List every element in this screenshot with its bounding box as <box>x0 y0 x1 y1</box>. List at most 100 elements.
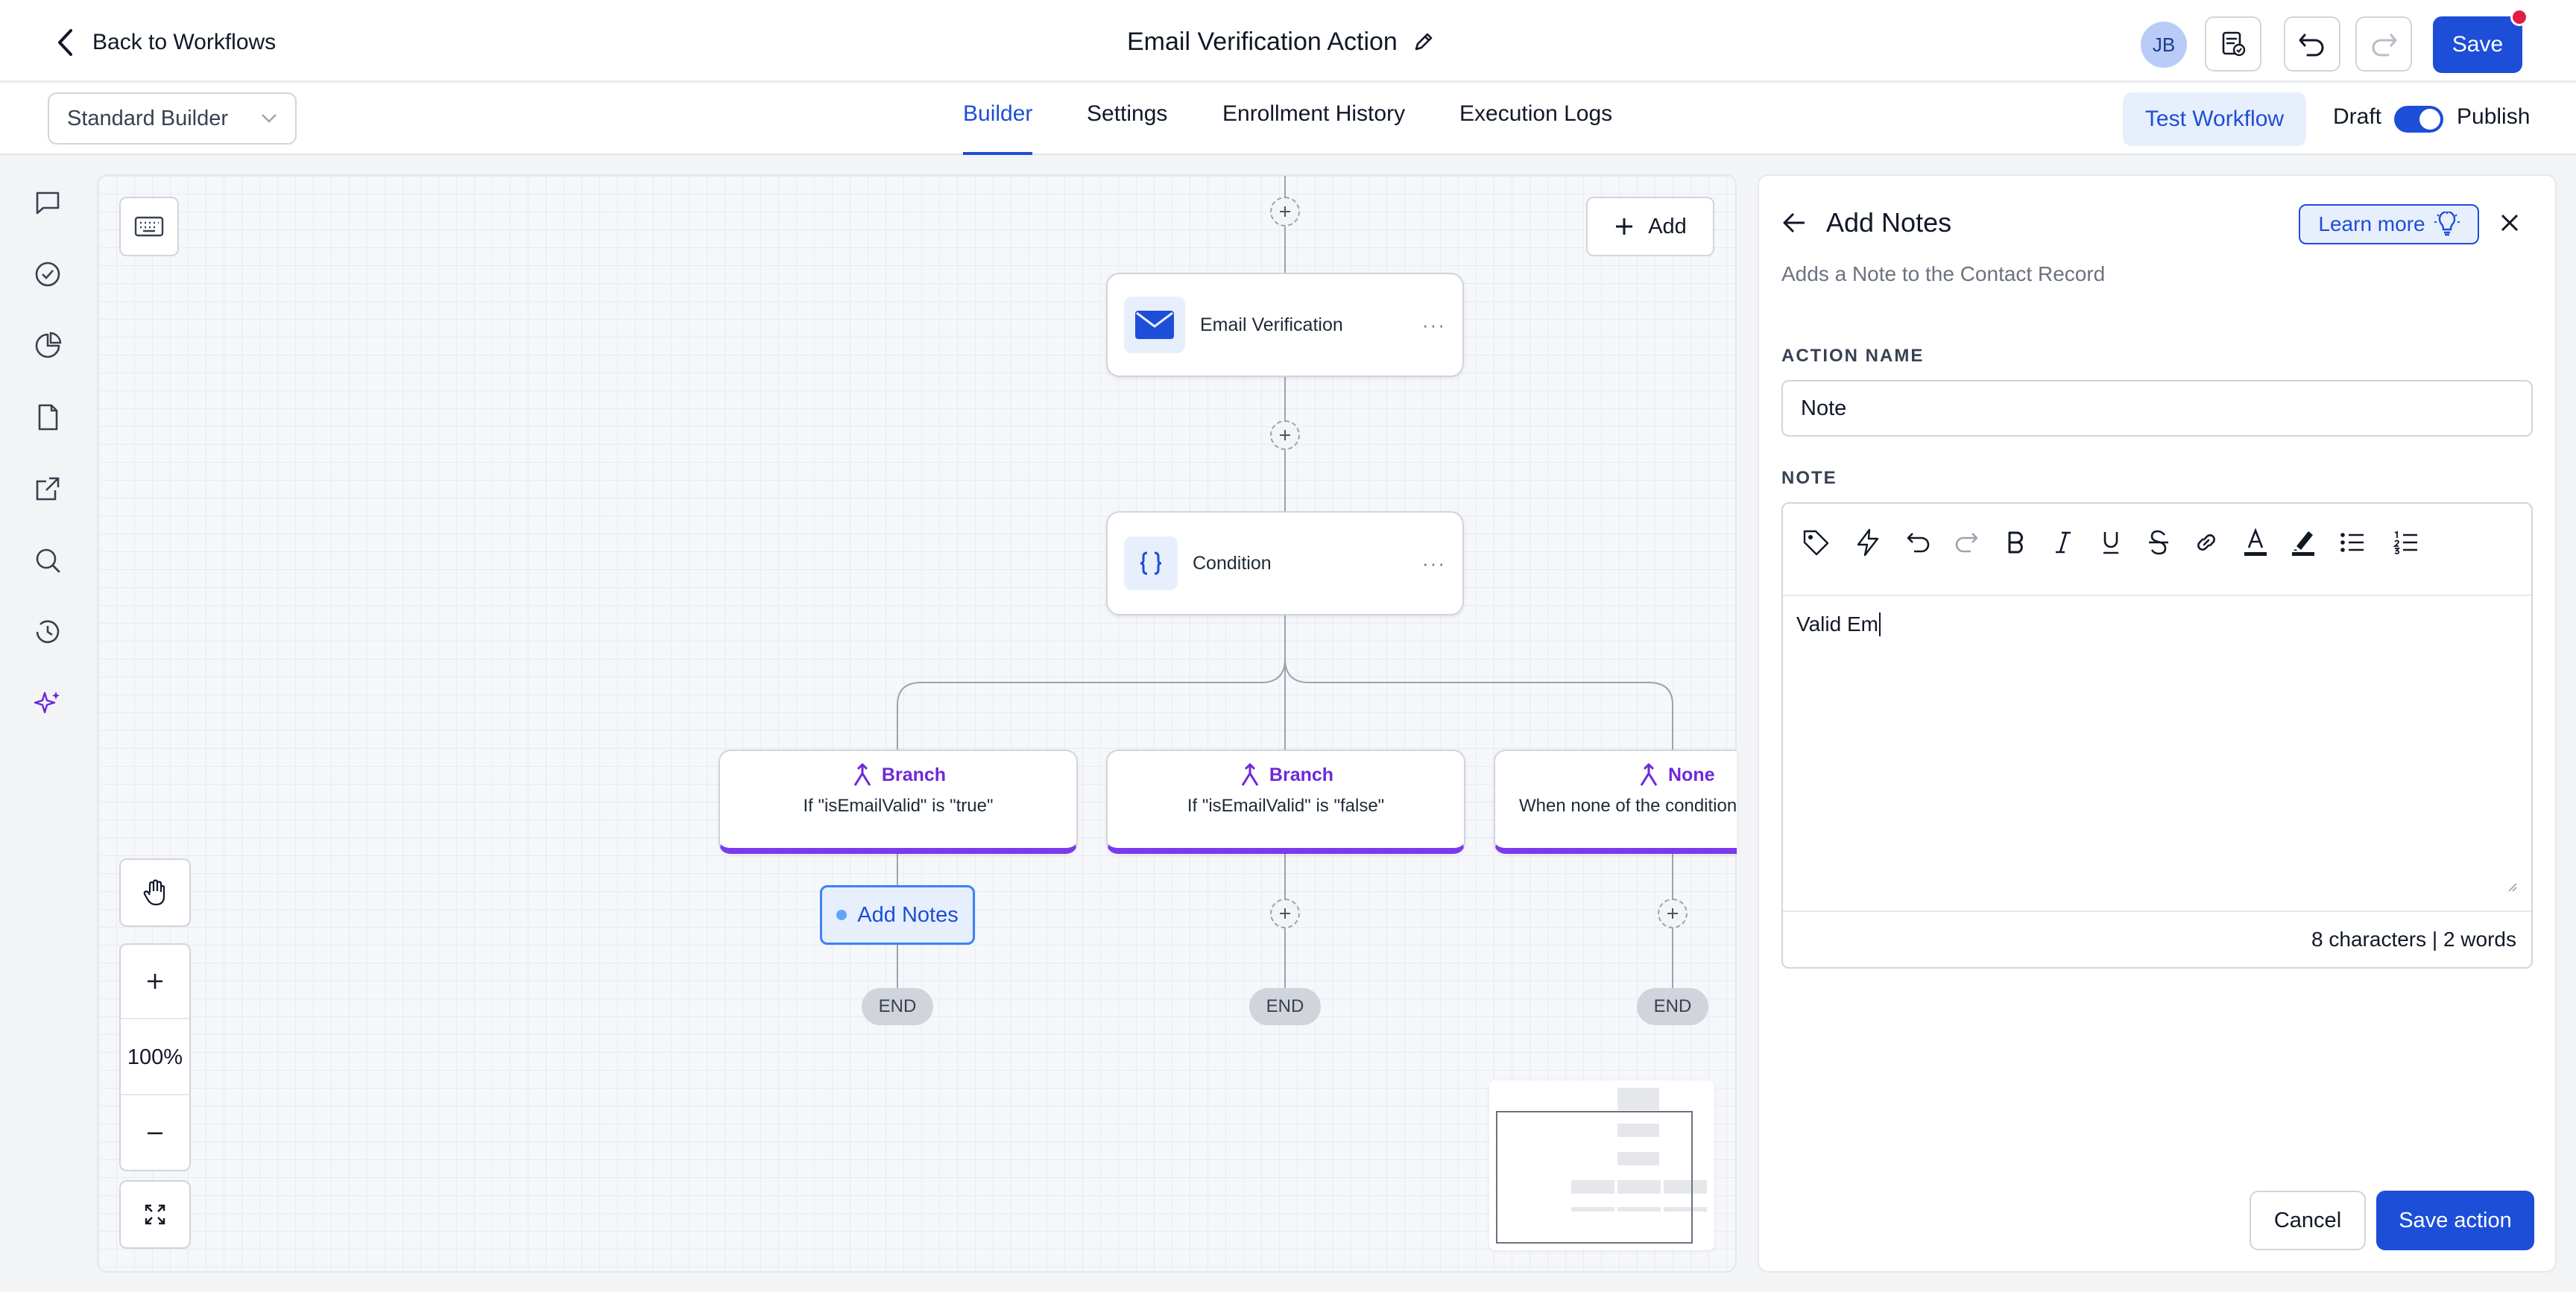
review-button[interactable] <box>2205 16 2261 72</box>
condition-node[interactable]: Condition ··· <box>1106 511 1464 615</box>
add-notes-node[interactable]: Add Notes <box>820 885 975 945</box>
redo-button[interactable] <box>2355 16 2412 72</box>
plus-icon <box>1278 907 1292 920</box>
add-node-button[interactable]: Add <box>1586 197 1714 256</box>
branch-split-icon <box>1637 763 1661 787</box>
builder-mode-select[interactable]: Standard Builder <box>48 92 297 145</box>
add-step-button[interactable] <box>1658 899 1688 928</box>
check-circle-icon[interactable] <box>28 255 67 294</box>
branch-node-none[interactable]: None When none of the conditions <box>1494 750 1737 854</box>
text-cursor <box>1878 612 1881 636</box>
branch-node-true[interactable]: Branch If "isEmailValid" is "true" <box>719 750 1078 854</box>
lightning-icon[interactable] <box>1852 526 1884 559</box>
more-options-icon[interactable]: ··· <box>1422 551 1446 574</box>
pie-chart-icon[interactable] <box>28 326 67 365</box>
strikethrough-icon[interactable] <box>2142 526 2175 559</box>
add-step-button[interactable] <box>1270 899 1300 928</box>
add-step-button[interactable] <box>1270 197 1300 227</box>
document-check-icon <box>2218 29 2248 59</box>
link-icon[interactable] <box>2190 526 2223 559</box>
tab-enrollment-history[interactable]: Enrollment History <box>1222 101 1406 126</box>
end-pill: END <box>1249 988 1321 1025</box>
note-content[interactable]: Valid Em <box>1796 612 1881 636</box>
minimap[interactable] <box>1489 1080 1714 1250</box>
undo-button[interactable] <box>2284 16 2340 72</box>
zoom-out-button[interactable] <box>121 1097 189 1170</box>
workflow-title-text: Email Verification Action <box>1127 27 1398 56</box>
hand-icon <box>142 879 168 906</box>
learn-more-button[interactable]: Learn more <box>2299 204 2479 244</box>
save-button[interactable]: Save <box>2433 16 2522 73</box>
chevron-down-icon <box>261 113 277 124</box>
test-workflow-button[interactable]: Test Workflow <box>2123 92 2306 146</box>
keyboard-shortcuts-button[interactable] <box>119 197 179 256</box>
tab-builder[interactable]: Builder <box>963 101 1033 155</box>
builder-mode-value: Standard Builder <box>67 106 229 130</box>
email-verification-node[interactable]: Email Verification ··· <box>1106 273 1464 377</box>
edit-pencil-icon[interactable] <box>1412 31 1435 53</box>
cancel-button[interactable]: Cancel <box>2250 1191 2366 1250</box>
external-link-icon[interactable] <box>28 469 67 508</box>
sparkles-icon[interactable] <box>28 684 67 723</box>
highlight-icon[interactable] <box>2287 526 2320 559</box>
end-pill: END <box>862 988 933 1025</box>
bold-icon[interactable] <box>1999 526 2032 559</box>
node-label: Email Verification <box>1200 314 1343 335</box>
redo-icon <box>2369 31 2399 57</box>
tag-icon[interactable] <box>1799 526 1832 559</box>
action-name-label: ACTION NAME <box>1781 346 1925 366</box>
panel-title: Add Notes <box>1826 207 1952 238</box>
search-icon[interactable] <box>28 541 67 580</box>
arrow-left-icon <box>1781 210 1807 235</box>
keyboard-icon <box>134 215 164 238</box>
plus-icon <box>1278 428 1292 442</box>
note-label: NOTE <box>1781 468 1837 488</box>
status-dot <box>836 910 847 920</box>
tab-execution-logs[interactable]: Execution Logs <box>1459 101 1613 126</box>
branch-node-false[interactable]: Branch If "isEmailValid" is "false" <box>1106 750 1465 854</box>
undo-icon[interactable] <box>1902 526 1935 559</box>
plus-icon <box>145 972 165 991</box>
branch-description: If "isEmailValid" is "false" <box>1187 796 1385 816</box>
bullet-list-icon[interactable] <box>2336 526 2369 559</box>
chat-icon[interactable] <box>28 183 67 222</box>
resize-handle-icon[interactable] <box>2504 879 2518 893</box>
node-label: Condition <box>1193 552 1272 574</box>
braces-icon <box>1124 536 1178 590</box>
back-to-workflows-link[interactable]: Back to Workflows <box>57 22 276 63</box>
action-name-input[interactable] <box>1781 380 2533 437</box>
toolbar-divider <box>1783 595 2531 596</box>
branch-split-icon <box>1238 763 1262 787</box>
italic-icon[interactable] <box>2047 526 2080 559</box>
branch-title: Branch <box>881 764 947 785</box>
history-icon[interactable] <box>28 612 67 651</box>
fit-view-button[interactable] <box>119 1180 191 1249</box>
avatar[interactable]: JB <box>2141 22 2187 68</box>
document-icon[interactable] <box>28 398 67 437</box>
pan-tool-button[interactable] <box>119 858 191 927</box>
close-panel-button[interactable] <box>2497 210 2522 235</box>
save-action-button[interactable]: Save action <box>2376 1191 2534 1250</box>
note-editor[interactable] <box>1781 502 2533 969</box>
zoom-level: 100% <box>121 1021 189 1095</box>
tab-settings[interactable]: Settings <box>1087 101 1168 126</box>
plus-icon <box>1278 205 1292 218</box>
add-step-button[interactable] <box>1270 420 1300 450</box>
plus-icon <box>1614 216 1635 237</box>
minus-icon <box>145 1124 165 1143</box>
zoom-in-button[interactable] <box>121 945 189 1019</box>
notification-dot <box>2510 8 2528 26</box>
add-label: Add <box>1648 214 1687 238</box>
underline-icon[interactable] <box>2094 526 2127 559</box>
more-options-icon[interactable]: ··· <box>1422 313 1446 336</box>
panel-subtitle: Adds a Note to the Contact Record <box>1781 262 2106 285</box>
panel-back-button[interactable] <box>1781 210 1807 235</box>
learn-more-label: Learn more <box>2318 212 2425 235</box>
draft-label: Draft <box>2333 104 2382 129</box>
text-color-icon[interactable] <box>2239 526 2272 559</box>
numbered-list-icon[interactable] <box>2390 526 2422 559</box>
toggle-knob <box>2419 109 2440 130</box>
redo-icon[interactable] <box>1950 526 1983 559</box>
close-icon <box>2497 210 2522 235</box>
envelope-icon <box>1124 297 1185 353</box>
